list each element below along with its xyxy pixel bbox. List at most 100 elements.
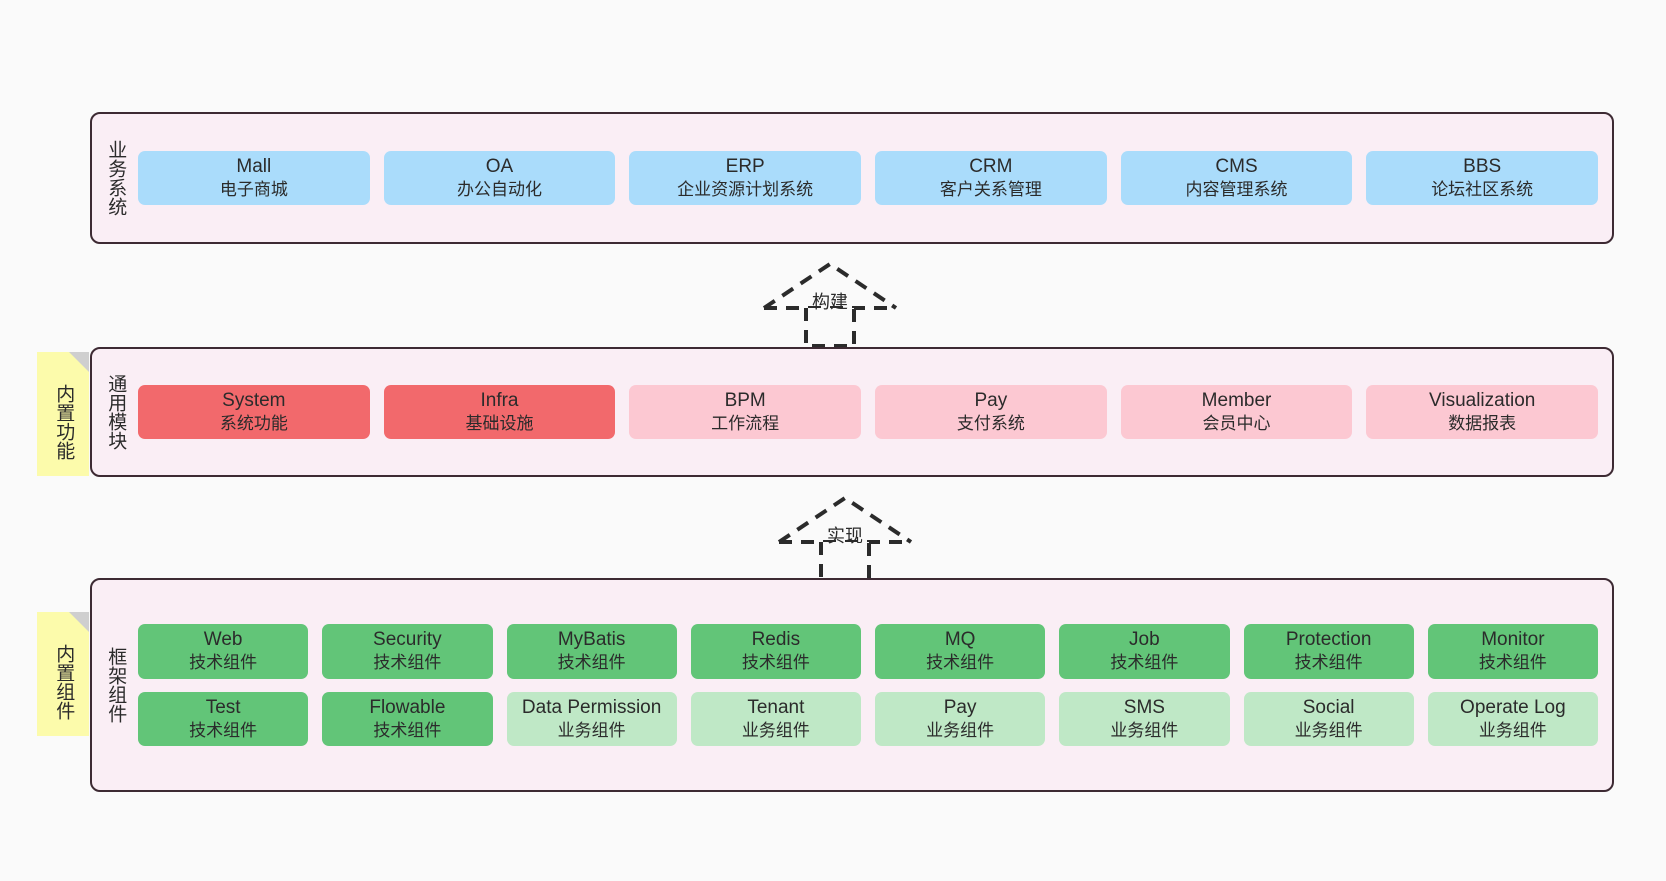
note-builtin-function: 内置功能 [37,352,89,476]
node-title: Mall [236,155,272,177]
connector-label-implement: 实现 [827,526,863,546]
node-subtitle: 办公自动化 [457,180,542,200]
note-fold-icon [69,612,89,632]
node-subtitle: 技术组件 [189,653,258,673]
node-title: Visualization [1429,389,1536,411]
connector-build: 构建 [760,258,900,348]
node-title: Monitor [1481,628,1545,650]
node-title: BBS [1463,155,1502,177]
node-title: BPM [724,389,766,411]
node-data-permission[interactable]: Data Permission 业务组件 [506,691,677,747]
node-title: Tenant [747,696,805,718]
node-subtitle: 业务组件 [557,721,626,741]
node-oa[interactable]: OA 办公自动化 [383,150,616,206]
note-builtin-component: 内置组件 [37,612,89,736]
node-operate-log[interactable]: Operate Log 业务组件 [1427,691,1598,747]
node-title: Job [1129,628,1160,650]
node-job[interactable]: Job 技术组件 [1059,623,1230,679]
arrowhead-triangle-icon [762,261,898,310]
node-flowable[interactable]: Flowable 技术组件 [322,691,493,747]
node-subtitle: 技术组件 [189,721,258,741]
node-title: Flowable [369,696,446,718]
node-subtitle: 技术组件 [1110,653,1179,673]
node-title: ERP [725,155,765,177]
node-security[interactable]: Security 技术组件 [322,623,493,679]
node-cms[interactable]: CMS 内容管理系统 [1120,150,1353,206]
node-subtitle: 论坛社区系统 [1431,180,1534,200]
node-title: CRM [969,155,1013,177]
node-subtitle: 技术组件 [373,653,442,673]
node-subtitle: 技术组件 [741,653,810,673]
framework-row-technical: Web 技术组件 Security 技术组件 MyBatis 技术组件 Redi… [138,623,1598,679]
node-subtitle: 内容管理系统 [1185,180,1288,200]
node-title: MyBatis [557,628,626,650]
node-subtitle: 业务组件 [1110,721,1179,741]
node-subtitle: 业务组件 [1478,721,1547,741]
node-subtitle: 技术组件 [557,653,626,673]
layer-body-business: Mall 电子商城 OA 办公自动化 ERP 企业资源计划系统 CRM 客户关系… [138,114,1612,242]
framework-row-business: Test 技术组件 Flowable 技术组件 Data Permission … [138,691,1598,747]
node-crm[interactable]: CRM 客户关系管理 [875,150,1107,206]
node-title: Pay [943,696,977,718]
node-tenant[interactable]: Tenant 业务组件 [690,691,861,747]
node-subtitle: 业务组件 [1294,721,1363,741]
node-bpm[interactable]: BPM 工作流程 [629,384,862,440]
node-title: Web [203,628,243,650]
node-mall[interactable]: Mall 电子商城 [138,150,370,206]
node-monitor[interactable]: Monitor 技术组件 [1427,623,1598,679]
layer-body-framework: Web 技术组件 Security 技术组件 MyBatis 技术组件 Redi… [138,580,1612,790]
node-title: Data Permission [521,696,662,718]
node-subtitle: 业务组件 [926,721,995,741]
node-subtitle: 技术组件 [1478,653,1547,673]
node-infra[interactable]: Infra 基础设施 [383,384,616,440]
node-title: Social [1302,696,1355,718]
node-social[interactable]: Social 业务组件 [1243,691,1414,747]
node-subtitle: 技术组件 [926,653,995,673]
node-test[interactable]: Test 技术组件 [138,691,309,747]
node-title: Member [1201,389,1272,411]
node-subtitle: 数据报表 [1448,414,1517,434]
node-web[interactable]: Web 技术组件 [138,623,309,679]
layer-common-modules: 通用模块 System 系统功能 Infra 基础设施 BPM 工作流程 Pay… [90,347,1614,477]
node-subtitle: 电子商城 [219,180,288,200]
node-subtitle: 系统功能 [219,414,288,434]
node-bbs[interactable]: BBS 论坛社区系统 [1366,150,1599,206]
node-protection[interactable]: Protection 技术组件 [1243,623,1414,679]
layer-title-framework: 框架组件 [105,647,127,723]
node-mq[interactable]: MQ 技术组件 [875,623,1046,679]
node-title: Infra [480,389,519,411]
arrowhead-triangle-icon [777,495,913,544]
node-title: Protection [1285,628,1372,650]
node-subtitle: 基础设施 [465,414,534,434]
node-title: Redis [751,628,801,650]
layer-body-common: System 系统功能 Infra 基础设施 BPM 工作流程 Pay 支付系统… [138,349,1612,475]
node-sms[interactable]: SMS 业务组件 [1059,691,1230,747]
node-title: CMS [1215,155,1258,177]
node-erp[interactable]: ERP 企业资源计划系统 [629,150,862,206]
node-pay-business[interactable]: Pay 业务组件 [875,691,1046,747]
node-visualization[interactable]: Visualization 数据报表 [1366,384,1599,440]
node-subtitle: 客户关系管理 [939,180,1042,200]
layer-title-common: 通用模块 [105,374,127,450]
connector-label-build: 构建 [812,292,848,312]
note-fold-icon [69,352,89,372]
node-subtitle: 技术组件 [1294,653,1363,673]
node-member[interactable]: Member 会员中心 [1120,384,1353,440]
node-system[interactable]: System 系统功能 [138,384,370,440]
layer-business-systems: 业务系统 Mall 电子商城 OA 办公自动化 ERP 企业资源计划系统 CRM… [90,112,1614,244]
arrow-stem-icon [819,542,871,582]
node-title: SMS [1123,696,1165,718]
node-title: Test [205,696,241,718]
note-label: 内置功能 [53,384,75,460]
node-redis[interactable]: Redis 技术组件 [690,623,861,679]
note-label: 内置组件 [53,644,75,720]
node-mybatis[interactable]: MyBatis 技术组件 [506,623,677,679]
connector-implement: 实现 [775,492,915,582]
node-title: Operate Log [1460,696,1566,718]
node-title: Pay [974,389,1008,411]
node-pay[interactable]: Pay 支付系统 [875,384,1107,440]
node-subtitle: 业务组件 [741,721,810,741]
node-title: MQ [944,628,976,650]
node-title: System [222,389,286,411]
